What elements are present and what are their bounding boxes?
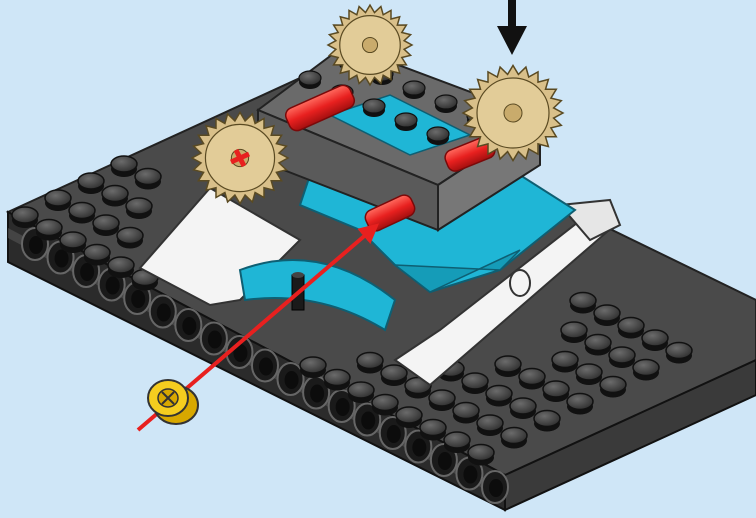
stud: [299, 356, 327, 374]
stud: [116, 226, 144, 245]
technic-hole-inner: [182, 317, 197, 335]
stud: [632, 358, 660, 377]
technic-hole-inner: [105, 276, 120, 295]
stud: [575, 363, 603, 381]
stud: [476, 414, 504, 432]
stud: [443, 431, 471, 449]
stud: [101, 184, 129, 203]
technic-hole-inner: [54, 249, 69, 268]
stud: [617, 316, 645, 335]
technic-hole-inner: [361, 411, 376, 430]
technic-hole-inner: [259, 357, 273, 376]
stud: [298, 70, 322, 86]
stud: [494, 355, 522, 373]
stud: [92, 214, 120, 232]
stud: [356, 351, 384, 370]
stud: [542, 380, 570, 398]
stud: [134, 167, 162, 186]
stud: [665, 341, 693, 360]
axle-cross: [229, 148, 251, 168]
stud: [125, 197, 153, 215]
stud: [593, 304, 621, 322]
tan-gear: [190, 110, 290, 206]
technic-hole-inner: [131, 290, 146, 308]
technic-hole-inner: [284, 371, 299, 389]
technic-hole-inner: [386, 425, 401, 443]
technic-hole-inner: [437, 452, 452, 470]
tan-gears: [190, 3, 565, 206]
stud: [347, 381, 375, 399]
stud: [461, 372, 489, 390]
stud: [569, 291, 597, 310]
stud: [599, 375, 627, 394]
tan-gear: [326, 3, 414, 87]
technic-hole-inner: [29, 236, 43, 254]
stud: [77, 172, 105, 190]
stud: [419, 418, 447, 437]
technic-hole-inner: [233, 344, 248, 362]
stud: [68, 201, 96, 220]
stud: [428, 389, 456, 407]
stud: [380, 364, 408, 382]
stud: [509, 397, 537, 415]
stud: [371, 393, 399, 412]
stud: [426, 126, 450, 142]
yellow-bush: [147, 379, 199, 425]
stud: [467, 443, 495, 462]
stud: [566, 392, 594, 411]
stud: [83, 243, 111, 262]
stud: [59, 231, 87, 249]
base-studs: [11, 155, 693, 466]
stud: [362, 98, 386, 114]
stud: [395, 406, 423, 424]
stud: [452, 401, 480, 420]
stud: [394, 112, 418, 128]
stud: [500, 426, 528, 445]
technic-hole-inner: [156, 303, 171, 322]
stud: [323, 368, 351, 387]
stud: [11, 206, 39, 224]
stud: [560, 321, 588, 339]
stud: [485, 384, 513, 403]
technic-hole-inner: [207, 330, 222, 349]
technic-hole-inner: [80, 263, 95, 281]
stud: [35, 218, 63, 237]
tan-gear: [461, 64, 565, 162]
stud: [434, 94, 458, 110]
stud: [551, 350, 579, 369]
technic-hole-inner: [489, 479, 503, 497]
down-arrow: [497, 0, 527, 55]
curved-slope: [238, 259, 397, 332]
technic-hole-inner: [463, 465, 478, 484]
stud: [533, 409, 561, 428]
stud: [518, 367, 546, 386]
stud: [584, 333, 612, 352]
stud: [641, 329, 669, 347]
stud: [107, 256, 135, 274]
stud: [110, 155, 138, 173]
stud: [402, 80, 426, 96]
stud: [44, 189, 72, 207]
technic-hole-inner: [412, 438, 427, 457]
technic-hole-inner: [335, 398, 350, 416]
technic-hole-inner: [310, 384, 325, 403]
stud: [608, 346, 636, 364]
